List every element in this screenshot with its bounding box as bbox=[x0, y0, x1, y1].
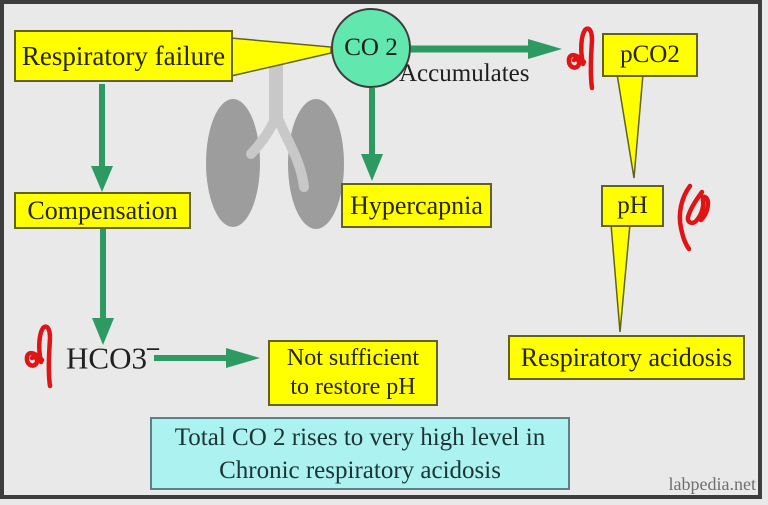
node-hypercapnia: Hypercapnia bbox=[341, 183, 492, 228]
not-sufficient-line2: to restore pH bbox=[290, 374, 416, 400]
node-compensation-label: Compensation bbox=[27, 195, 178, 225]
node-pco2: pCO2 bbox=[602, 33, 698, 77]
node-hco3: HCO3– bbox=[66, 335, 159, 376]
note-line2: Chronic respiratory acidosis bbox=[219, 456, 501, 484]
node-co2-label: CO 2 bbox=[344, 34, 398, 61]
node-respiratory-failure: Respiratory failure bbox=[14, 30, 233, 82]
red-annotations bbox=[24, 26, 711, 389]
note-total-co2: Total CO 2 rises to very high level in C… bbox=[150, 417, 570, 490]
node-ph-label: pH bbox=[617, 192, 648, 219]
node-respiratory-acidosis-label: Respiratory acidosis bbox=[520, 342, 733, 372]
node-respiratory-failure-label: Respiratory failure bbox=[21, 40, 226, 71]
arrow-co2-to-hypercapnia bbox=[361, 88, 383, 181]
accumulates-label: Accumulates bbox=[399, 60, 530, 87]
node-pco2-label: pCO2 bbox=[620, 41, 680, 68]
hco3-formula: HCO3 bbox=[66, 340, 147, 376]
arrow-compensation-to-hco3 bbox=[92, 229, 114, 345]
callout-ph-to-respiratory-acidosis bbox=[610, 223, 631, 333]
red-down-arrow-ph bbox=[677, 183, 711, 252]
note-line1: Total CO 2 rises to very high level in bbox=[174, 423, 546, 451]
node-compensation: Compensation bbox=[14, 192, 191, 229]
node-ph: pH bbox=[601, 185, 664, 227]
red-up-arrow-hco3 bbox=[24, 324, 53, 389]
flow-arrows bbox=[91, 39, 562, 368]
arrow-hco3-to-not-sufficient bbox=[154, 348, 260, 368]
right-lung-lobe bbox=[288, 99, 344, 229]
not-sufficient-line1: Not sufficient bbox=[286, 345, 420, 371]
hco3-charge-superscript: – bbox=[146, 335, 159, 361]
node-not-sufficient: Not sufficient to restore pH bbox=[268, 340, 438, 406]
right-bronchus-icon bbox=[272, 111, 309, 192]
arrow-respiratory-failure-to-compensation bbox=[91, 84, 113, 192]
callout-pointers bbox=[230, 37, 644, 333]
node-co2-circle: CO 2 bbox=[331, 8, 411, 88]
lungs-graphic bbox=[206, 55, 344, 229]
watermark-labpedia: labpedia.net bbox=[668, 474, 756, 494]
node-respiratory-acidosis: Respiratory acidosis bbox=[508, 335, 745, 380]
node-hypercapnia-label: Hypercapnia bbox=[350, 190, 483, 220]
left-lung-lobe bbox=[206, 99, 260, 227]
red-up-arrow-pco2 bbox=[566, 26, 595, 91]
arrow-co2-to-pco2 bbox=[411, 39, 562, 59]
callout-pco2-to-ph bbox=[616, 73, 644, 179]
